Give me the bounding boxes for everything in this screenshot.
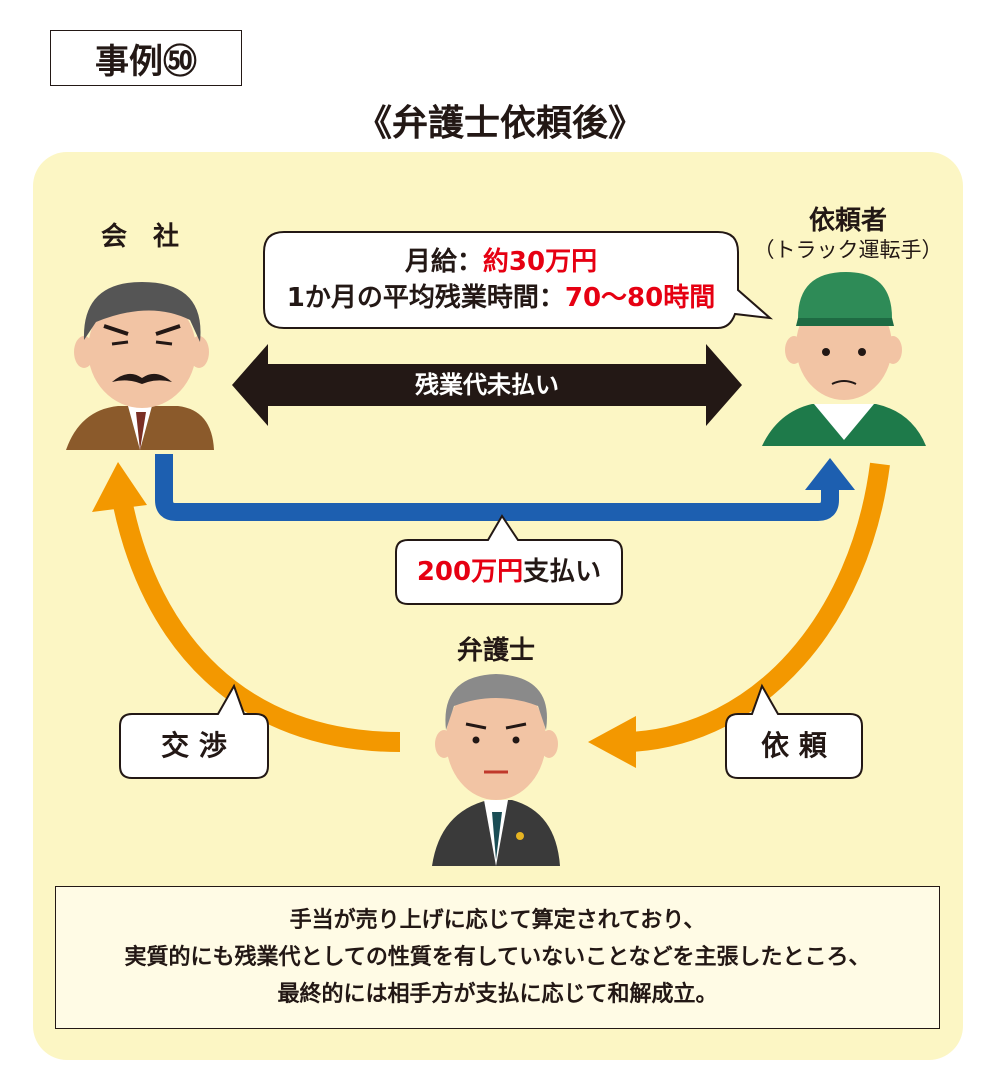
negotiation-arrow xyxy=(92,462,401,752)
client-label: 依頼者 xyxy=(808,206,887,236)
settlement-note: 手当が売り上げに応じて算定されており、 実質的にも残業代としての性質を有していな… xyxy=(55,886,940,1029)
payment-bubble xyxy=(395,514,623,605)
company-label: 会 社 xyxy=(100,222,179,252)
overtime-line: 1か月の平均残業時間：70〜80時間 xyxy=(264,280,738,316)
note-line-3: 最終的には相手方が支払に応じて和解成立。 xyxy=(277,982,718,1007)
note-line-2: 実質的にも残業代としての性質を有していないことなどを主張したところ、 xyxy=(124,945,871,970)
overtime-value: 70〜80時間 xyxy=(564,283,716,313)
payment-amount: 200万円 xyxy=(416,557,524,587)
monthly-salary-label: 月給： xyxy=(404,247,483,277)
payment-suffix: 支払い xyxy=(523,557,602,587)
salary-bubble xyxy=(263,231,774,329)
company-manager-illustration xyxy=(66,282,214,450)
request-label: 依 頼 xyxy=(761,729,827,762)
monthly-salary-line: 月給：約30万円 xyxy=(264,244,738,280)
unpaid-overtime-arrow xyxy=(232,344,742,426)
truck-driver-illustration xyxy=(762,272,926,446)
lawyer-label: 弁護士 xyxy=(456,636,535,666)
request-bubble xyxy=(725,683,863,779)
lawyer-illustration xyxy=(432,674,560,866)
note-line-1: 手当が売り上げに応じて算定されており、 xyxy=(289,908,706,933)
unpaid-overtime-label: 残業代未払い xyxy=(415,371,559,399)
diagram-title: 《弁護士依頼後》 xyxy=(355,103,644,144)
request-arrow xyxy=(588,462,890,768)
client-sublabel: （トラック運転手） xyxy=(753,238,943,262)
monthly-salary-value: 約30万円 xyxy=(482,247,598,277)
overtime-label: 1か月の平均残業時間： xyxy=(286,283,565,313)
payment-arrow xyxy=(155,454,855,521)
negotiation-label: 交 渉 xyxy=(161,729,227,762)
payment-bubble-text: 200万円支払い xyxy=(396,554,622,590)
case-number-label: 事例㊿ xyxy=(50,30,242,86)
salary-bubble-text: 月給：約30万円 1か月の平均残業時間：70〜80時間 xyxy=(264,244,738,316)
negotiation-bubble xyxy=(119,683,269,779)
